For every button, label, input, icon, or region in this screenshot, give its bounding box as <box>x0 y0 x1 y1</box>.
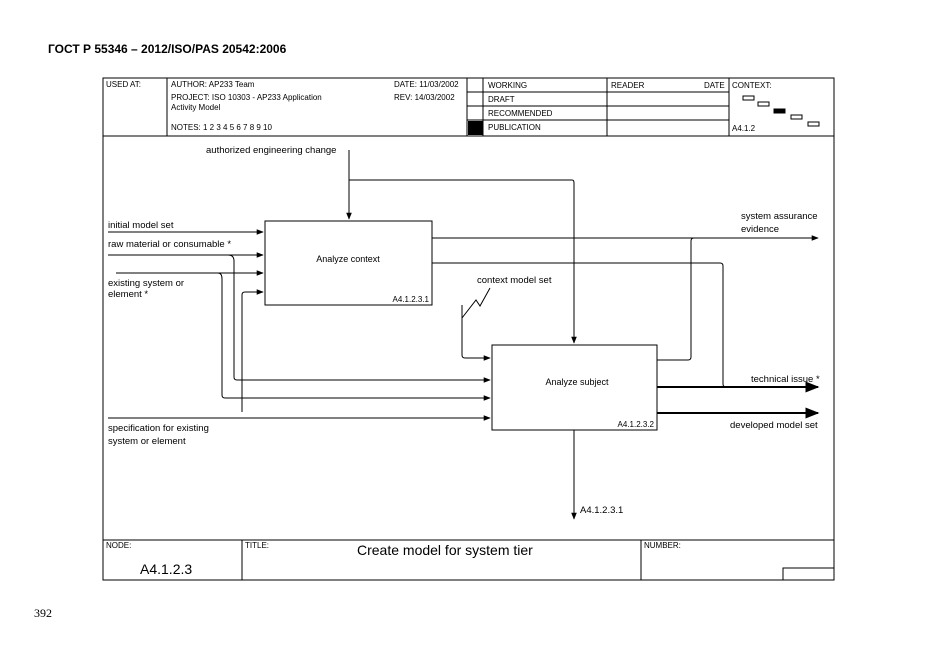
diagram-title: Create model for system tier <box>357 542 533 558</box>
context-label: CONTEXT: <box>732 81 772 90</box>
page-number: 392 <box>34 606 52 620</box>
status-draft: DRAFT <box>488 95 515 104</box>
label-authorized-engineering-change: authorized engineering change <box>206 145 336 156</box>
label-mechanism-ref: A4.1.2.3.1 <box>580 505 623 516</box>
activity-box-analyze-context[interactable] <box>264 220 433 306</box>
project-field: PROJECT: ISO 10303 - AP233 Application <box>171 93 322 102</box>
status-recommended: RECOMMENDED <box>488 109 553 118</box>
label-existing-system: existing system or <box>108 278 184 289</box>
rev-field: REV: 14/03/2002 <box>394 93 455 102</box>
label-specification: specification for existing <box>108 423 209 434</box>
arrow-existing-system-to-subject <box>217 272 491 401</box>
project-field-cont: Activity Model <box>171 103 221 112</box>
reader-label: READER <box>611 81 645 90</box>
label-initial-model-set: initial model set <box>108 220 174 231</box>
arrow-raw-material-to-subject <box>227 254 491 383</box>
arrow-subject-to-assurance <box>657 237 695 361</box>
author-field: AUTHOR: AP233 Team <box>171 80 255 89</box>
number-label: NUMBER: <box>644 541 681 550</box>
form-frame <box>102 77 835 581</box>
form-header <box>103 78 834 137</box>
arrow-control-to-subject <box>349 179 577 344</box>
title-label: TITLE: <box>245 541 269 550</box>
context-thumbnail <box>742 95 820 127</box>
status-working: WORKING <box>488 81 527 90</box>
label-system-assurance: system assurance <box>741 211 818 222</box>
label-existing-system-cont: element * <box>108 289 148 300</box>
squiggle-context-model-set <box>461 287 491 319</box>
standard-header: ГОСТ Р 55346 – 2012/ISO/PAS 20542:2006 <box>48 42 287 56</box>
context-node: A4.1.2 <box>732 124 756 133</box>
activity-box-analyze-subject[interactable] <box>491 344 658 431</box>
label-specification-cont: system or element <box>108 436 186 447</box>
activity-label-analyze-subject: Analyze subject <box>545 377 609 387</box>
label-context-model-set: context model set <box>477 275 552 286</box>
form-footer <box>103 539 835 581</box>
activity-label-analyze-context: Analyze context <box>316 254 380 264</box>
reader-date-label: DATE <box>704 81 725 90</box>
status-publication: PUBLICATION <box>488 123 541 132</box>
label-system-assurance-cont: evidence <box>741 224 779 235</box>
publication-status-marker <box>468 121 483 135</box>
label-technical-issue: technical issue * <box>751 374 820 385</box>
activity-ref-analyze-subject: A4.1.2.3.2 <box>618 420 655 429</box>
node-value: A4.1.2.3 <box>140 561 192 577</box>
arrow-feedback-to-context <box>241 289 264 412</box>
used-at-label: USED AT: <box>106 80 141 89</box>
activity-ref-analyze-context: A4.1.2.3.1 <box>393 295 430 304</box>
label-developed-model-set: developed model set <box>730 420 818 431</box>
node-label: NODE: <box>106 541 131 550</box>
date-field: DATE: 11/03/2002 <box>394 80 459 89</box>
label-raw-material: raw material or consumable * <box>108 239 231 250</box>
notes-field: NOTES: 1 2 3 4 5 6 7 8 9 10 <box>171 123 273 132</box>
arrow-context-model-set <box>461 305 491 361</box>
